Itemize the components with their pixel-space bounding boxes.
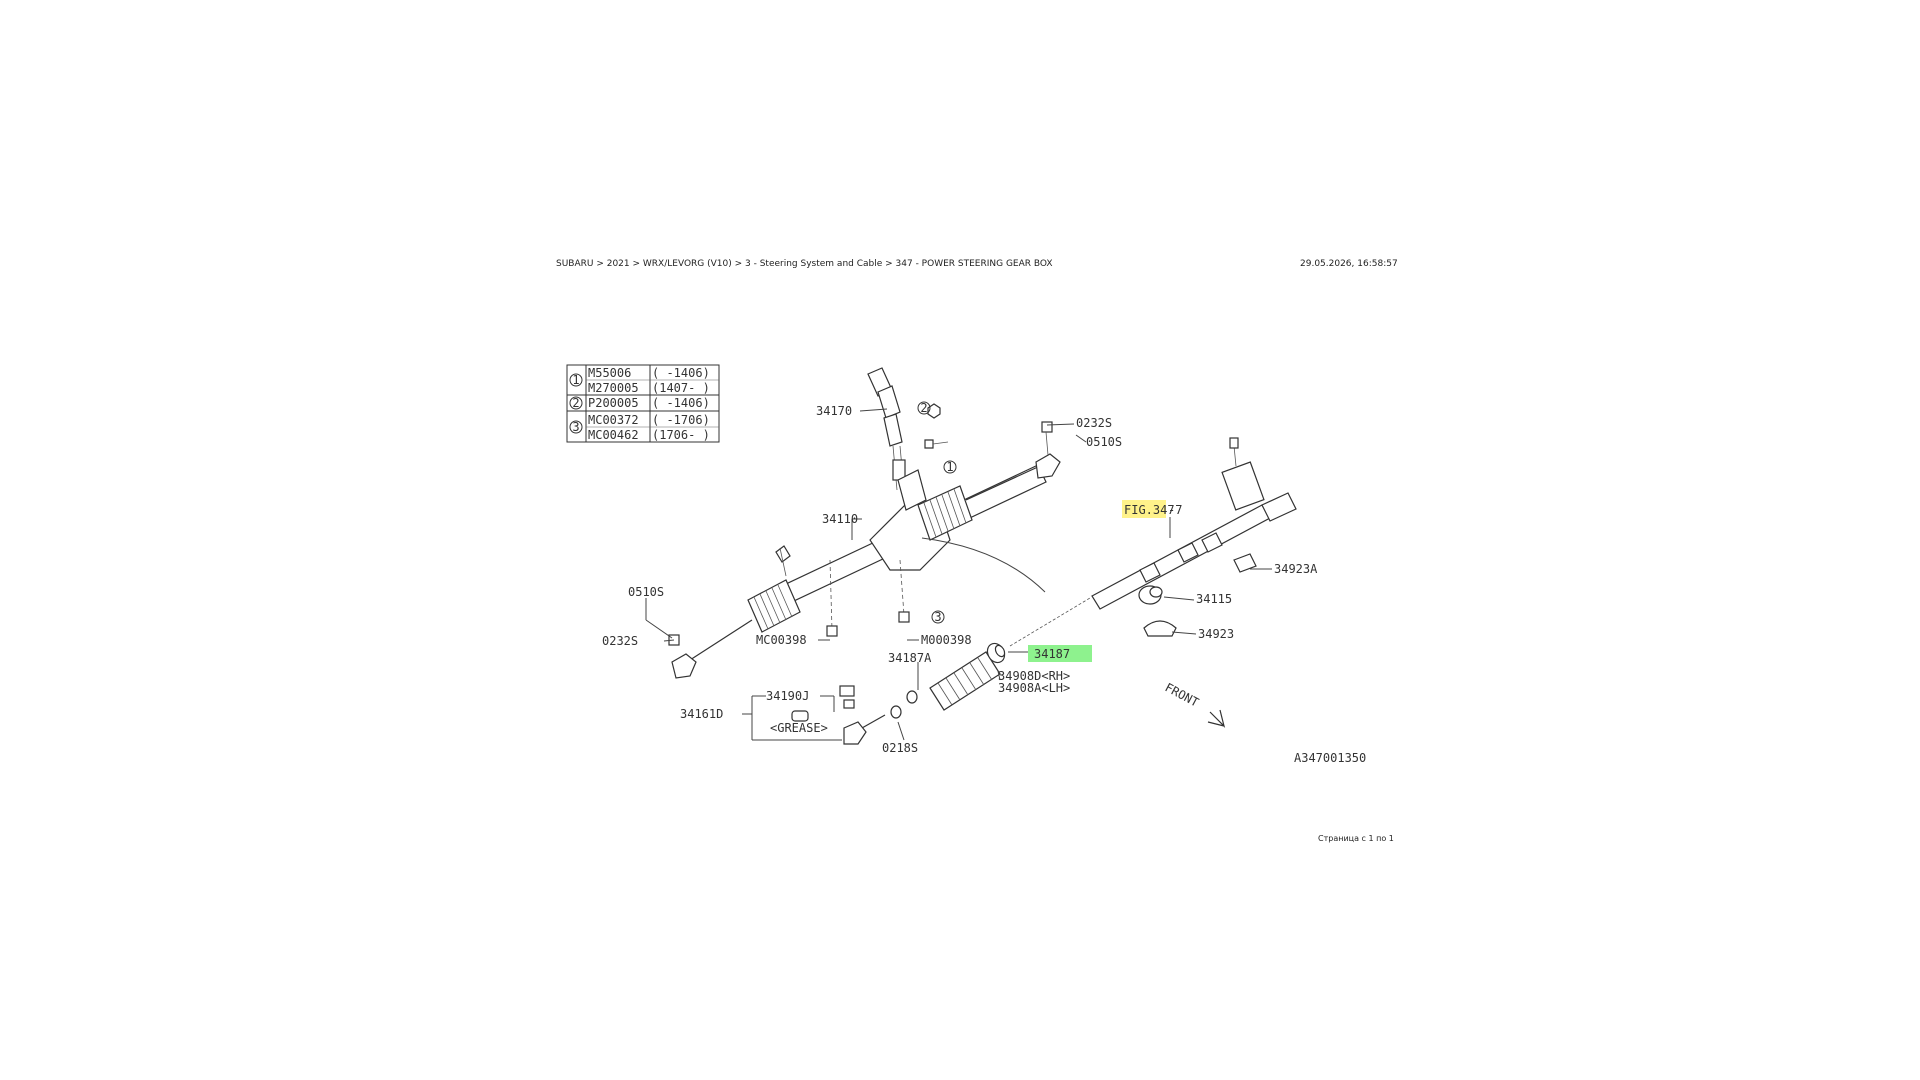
callout-0510S-top: 0510S: [1086, 435, 1122, 449]
breadcrumb: SUBARU > 2021 > WRX/LEVORG (V10) > 3 - S…: [556, 259, 1053, 269]
callout-grease: <GREASE>: [770, 721, 828, 735]
legend-part: MC00372: [588, 413, 639, 427]
callout-34161D: 34161D: [680, 707, 723, 721]
legend-part: M270005: [588, 381, 639, 395]
callout-34115: 34115: [1196, 592, 1232, 606]
circle-ref-1: 1: [946, 460, 953, 474]
legend-range: ( -1406): [652, 396, 710, 410]
legend-range: ( -1406): [652, 366, 710, 380]
callout-0232S-top: 0232S: [1076, 416, 1112, 430]
print-timestamp: 29.05.2026, 16:58:57: [1300, 259, 1398, 269]
part-highlight: [1028, 645, 1092, 662]
diagram-code: A347001350: [1294, 751, 1366, 765]
exploded-parts: [791, 597, 1091, 745]
front-label: FRONT: [1163, 680, 1201, 709]
boot-right: [917, 485, 973, 541]
legend-table: 1 2 3 M55006 ( -1406) M270005 (1407- ) P…: [566, 364, 720, 443]
legend-key-1: 1: [572, 373, 579, 387]
callout-34190J: 34190J: [766, 689, 809, 703]
callout-34923A: 34923A: [1274, 562, 1318, 576]
legend-key-3: 3: [572, 420, 579, 434]
rack-housing-right: [1091, 437, 1297, 637]
reference-circles: 2 1 3: [917, 401, 957, 624]
fig-ref-suffix: -7: [1168, 503, 1182, 517]
fig-highlight: [1122, 500, 1166, 518]
callout-34187A: 34187A: [888, 651, 932, 665]
part-34187-link[interactable]: 34187: [1034, 647, 1070, 661]
legend-part: P200005: [588, 396, 639, 410]
callout-0510S-left: 0510S: [628, 585, 664, 599]
callout-34908D: 34908D<RH>: [998, 669, 1070, 683]
legend-range: ( -1706): [652, 413, 710, 427]
callout-labels: 34170 0232S 0510S 34110 0510S 0232S MC00…: [602, 404, 1366, 765]
front-arrow-icon: [1207, 709, 1226, 728]
page-counter: Страница с 1 по 1: [1318, 834, 1394, 843]
callout-0232S-left: 0232S: [602, 634, 638, 648]
legend-key-2: 2: [572, 396, 579, 410]
callout-M000398: M000398: [921, 633, 972, 647]
boot-left: [747, 579, 801, 633]
legend-part: MC00462: [588, 428, 639, 442]
callout-0218S: 0218S: [882, 741, 918, 755]
fig-ref-link[interactable]: FIG.347: [1124, 503, 1175, 517]
circle-ref-3: 3: [934, 610, 941, 624]
callout-34908A: 34908A<LH>: [998, 681, 1070, 695]
callout-MC00398: MC00398: [756, 633, 807, 647]
callout-34170: 34170: [816, 404, 852, 418]
legend-part: M55006: [588, 366, 631, 380]
legend-range: (1706- ): [652, 428, 710, 442]
callout-34110: 34110: [822, 512, 858, 526]
steering-gear-assembly: [668, 367, 1061, 679]
callout-34923: 34923: [1198, 627, 1234, 641]
legend-range: (1407- ): [652, 381, 710, 395]
circle-ref-2: 2: [920, 401, 927, 415]
